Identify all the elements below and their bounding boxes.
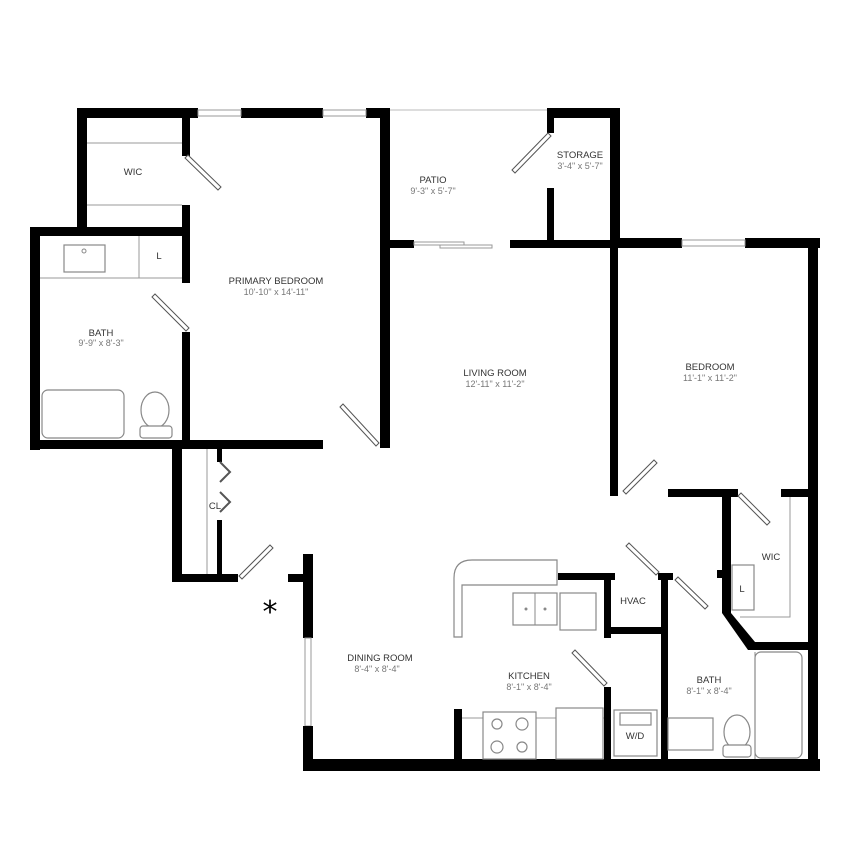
refrigerator [555, 707, 604, 760]
linen-shelf [731, 564, 755, 611]
door[interactable] [511, 132, 552, 174]
room-size: 8'-4" x 8'-4" [354, 664, 399, 674]
bifold-door[interactable] [219, 461, 232, 483]
fixtures [40, 142, 803, 760]
walls [30, 108, 820, 771]
room-size: 3'-4" x 5'-7" [557, 161, 602, 171]
window [304, 637, 312, 727]
stove-icon [482, 711, 537, 760]
door[interactable] [184, 154, 222, 191]
door[interactable] [571, 649, 608, 687]
door[interactable] [238, 544, 274, 580]
room-name: CL [209, 501, 221, 512]
room-name: PRIMARY BEDROOM [229, 276, 324, 287]
sink-icon [63, 244, 106, 273]
room-name: PATIO [419, 175, 446, 186]
door[interactable] [339, 403, 380, 447]
room-size: 8'-1" x 8'-4" [506, 682, 551, 692]
room-size: 10'-10" x 14'-11" [244, 287, 309, 297]
room-name: BEDROOM [685, 362, 734, 373]
room-name: L [739, 584, 744, 595]
room-name: L [156, 251, 161, 262]
room-size: 9'-9" x 8'-3" [78, 338, 123, 348]
room-name: BATH [89, 328, 114, 339]
room-name: WIC [124, 167, 143, 178]
room-name: WIC [762, 552, 781, 563]
room-size: 11'-1" x 11'-2" [683, 373, 737, 383]
room-size: 9'-3" x 5'-7" [410, 186, 455, 196]
bathtub-icon [41, 389, 125, 439]
door[interactable] [151, 293, 190, 332]
doors [151, 132, 771, 687]
room-size: 8'-1" x 8'-4" [686, 686, 731, 696]
door[interactable] [625, 542, 660, 576]
room-name: KITCHEN [508, 671, 550, 682]
sink-icon [667, 717, 714, 751]
room-name: DINING ROOM [347, 653, 413, 664]
bathtub-icon [754, 651, 803, 759]
window [197, 109, 242, 117]
room-size: 12'-11" x 11'-2" [465, 379, 524, 389]
door[interactable] [737, 492, 771, 526]
room-name: HVAC [620, 596, 646, 607]
door[interactable] [674, 576, 709, 610]
room-name: STORAGE [557, 150, 603, 161]
window [681, 239, 746, 247]
toilet-icon [723, 714, 751, 750]
room-name: LIVING ROOM [463, 368, 526, 379]
door[interactable] [622, 459, 658, 495]
kitchen-counter [453, 559, 558, 638]
room-name: W/D [626, 731, 645, 742]
room-name: BATH [697, 675, 722, 686]
entry-marker: * [263, 595, 278, 630]
toilet-icon [140, 391, 170, 429]
room-labels: WIC PATIO 9'-3" x 5'-7" STORAGE 3'-4" x … [78, 150, 780, 742]
dishwasher [559, 592, 597, 631]
sliding-door[interactable] [413, 241, 465, 246]
window [322, 109, 367, 117]
